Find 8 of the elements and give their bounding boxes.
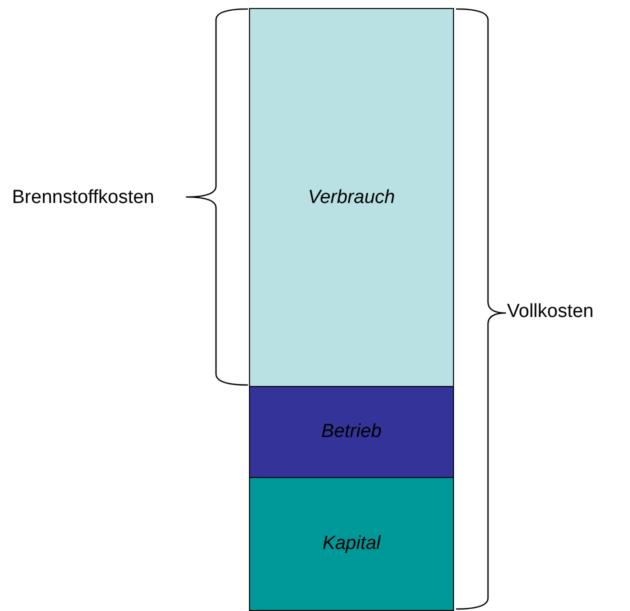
bar-segment: [249, 477, 454, 611]
segment-label: Verbrauch: [308, 186, 395, 208]
segment-label: Betrieb: [321, 421, 382, 443]
segment-label: Kapital: [322, 533, 381, 555]
brace-label: Vollkosten: [507, 301, 594, 323]
bar-segment: [249, 8, 454, 387]
bar-segment: [249, 386, 454, 478]
brace-label: Brennstoffkosten: [12, 187, 154, 209]
